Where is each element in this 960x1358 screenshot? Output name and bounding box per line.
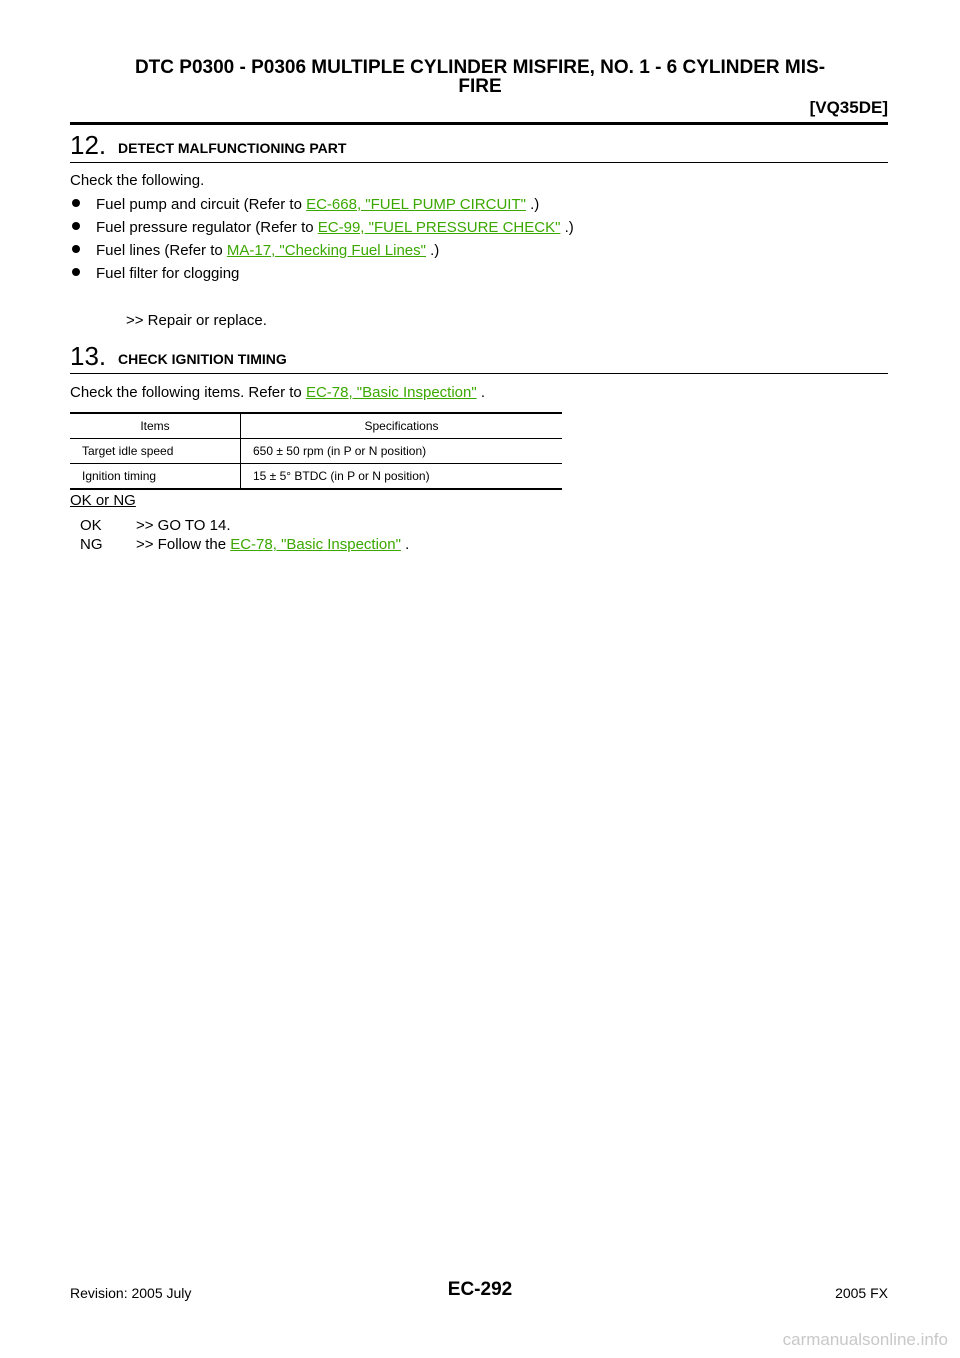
table-header-row: Items Specifications <box>70 413 562 439</box>
step-12-heading: 12. DETECT MALFUNCTIONING PART <box>70 130 888 163</box>
page-number: EC-292 <box>447 1279 513 1300</box>
page-title-line-2: FIRE <box>458 76 502 97</box>
table-cell: Ignition timing <box>70 463 241 490</box>
step-13-heading: 13. CHECK IGNITION TIMING <box>70 341 888 374</box>
link-ec-78-follow[interactable]: EC-78, "Basic Inspection" <box>230 536 401 553</box>
link-ec-99[interactable]: EC-99, "FUEL PRESSURE CHECK" <box>317 219 561 236</box>
footer-revision: Revision: 2005 July <box>70 1285 192 1301</box>
list-item: Fuel lines (Refer to MA-17, "Checking Fu… <box>72 242 439 260</box>
engine-code: [VQ35DE] <box>809 98 888 117</box>
step-13-number: 13. <box>70 341 107 371</box>
link-ec-78[interactable]: EC-78, "Basic Inspection" <box>305 384 477 401</box>
page-title-line-1: DTC P0300 - P0306 MULTIPLE CYLINDER MISF… <box>134 57 826 78</box>
bullet-icon <box>72 268 80 276</box>
bullet-icon <box>72 199 80 207</box>
list-item: Fuel pump and circuit (Refer to EC-668, … <box>72 196 539 214</box>
result-ok: OK>> GO TO 14. <box>80 517 231 534</box>
bullet-icon <box>72 245 80 253</box>
link-ma-17[interactable]: MA-17, "Checking Fuel Lines" <box>226 242 426 259</box>
step-12-number: 12. <box>70 130 107 160</box>
table-cell: 15 ± 5° BTDC (in P or N position) <box>240 463 562 490</box>
step-12-action: >> Repair or replace. <box>126 312 267 329</box>
bullet-icon <box>72 222 80 230</box>
page-title: DTC P0300 - P0306 MULTIPLE CYLINDER MISF… <box>60 58 900 96</box>
spec-table: Items Specifications Target idle speed 6… <box>70 412 562 490</box>
result-ng: NG>> Follow the EC-78, "Basic Inspection… <box>80 536 410 553</box>
step-12-title: DETECT MALFUNCTIONING PART <box>118 140 347 156</box>
table-header: Specifications <box>240 413 562 439</box>
ok-ng-label: OK or NG <box>70 492 136 509</box>
link-ec-668[interactable]: EC-668, "FUEL PUMP CIRCUIT" <box>306 196 526 213</box>
list-item: Fuel filter for clogging <box>72 265 239 283</box>
step-12-intro: Check the following. <box>70 172 205 189</box>
header-divider <box>70 122 888 125</box>
table-cell: 650 ± 50 rpm (in P or N position) <box>240 438 562 464</box>
step-13-intro: Check the following items. Refer to EC-7… <box>70 384 486 401</box>
table-header: Items <box>70 413 241 439</box>
table-cell: Target idle speed <box>70 438 241 464</box>
list-item: Fuel pressure regulator (Refer to EC-99,… <box>72 219 574 237</box>
table-row: Ignition timing 15 ± 5° BTDC (in P or N … <box>70 463 562 490</box>
footer-model: 2005 FX <box>835 1285 888 1301</box>
watermark: carmanualsonline.info <box>782 1330 948 1349</box>
step-13-title: CHECK IGNITION TIMING <box>118 351 287 367</box>
table-row: Target idle speed 650 ± 50 rpm (in P or … <box>70 438 562 464</box>
